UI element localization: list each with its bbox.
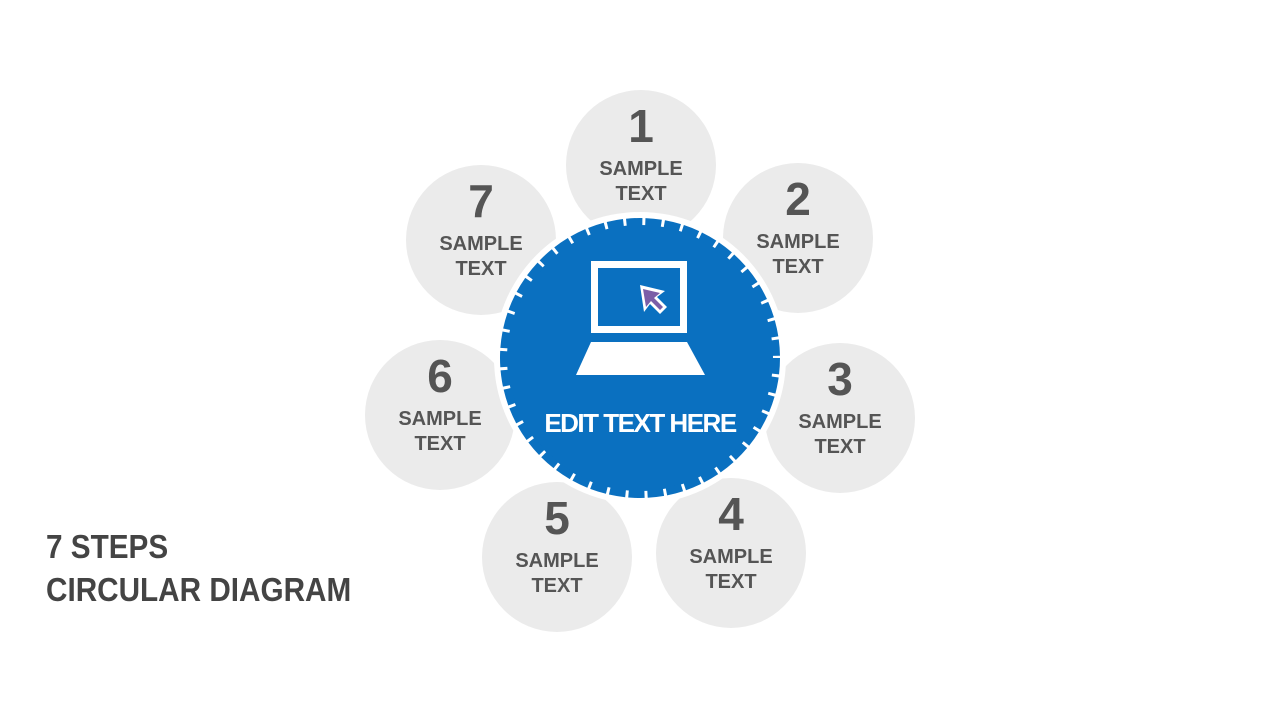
step-number: 7	[468, 175, 494, 227]
step-6-circle: 6 SAMPLE TEXT	[365, 340, 515, 490]
step-number: 5	[544, 492, 570, 544]
step-label: SAMPLE TEXT	[515, 550, 599, 597]
step-3-circle: 3 SAMPLE TEXT	[765, 343, 915, 493]
step-4-circle: 4 SAMPLE TEXT	[656, 478, 806, 628]
step-number: 3	[827, 353, 853, 405]
laptop-icon	[576, 261, 705, 375]
step-number: 4	[718, 488, 744, 540]
center-label: EDIT TEXT HERE	[544, 408, 737, 438]
title-line-1: 7 STEPS	[46, 528, 169, 565]
title-line-2: CIRCULAR DIAGRAM	[46, 571, 352, 608]
step-5-circle: 5 SAMPLE TEXT	[482, 482, 632, 632]
step-label: SAMPLE TEXT	[756, 231, 840, 278]
slide-title: 7 STEPS CIRCULAR DIAGRAM	[46, 525, 351, 611]
center-circle: EDIT TEXT HERE	[500, 218, 780, 498]
step-number: 2	[785, 173, 811, 225]
step-number: 1	[628, 100, 654, 152]
step-label: SAMPLE TEXT	[798, 411, 882, 458]
step-label: SAMPLE TEXT	[689, 546, 773, 593]
step-label: SAMPLE TEXT	[599, 158, 683, 205]
step-label: SAMPLE TEXT	[439, 233, 523, 280]
step-label: SAMPLE TEXT	[398, 408, 482, 455]
cursor-icon	[640, 285, 667, 314]
step-number: 6	[427, 350, 453, 402]
